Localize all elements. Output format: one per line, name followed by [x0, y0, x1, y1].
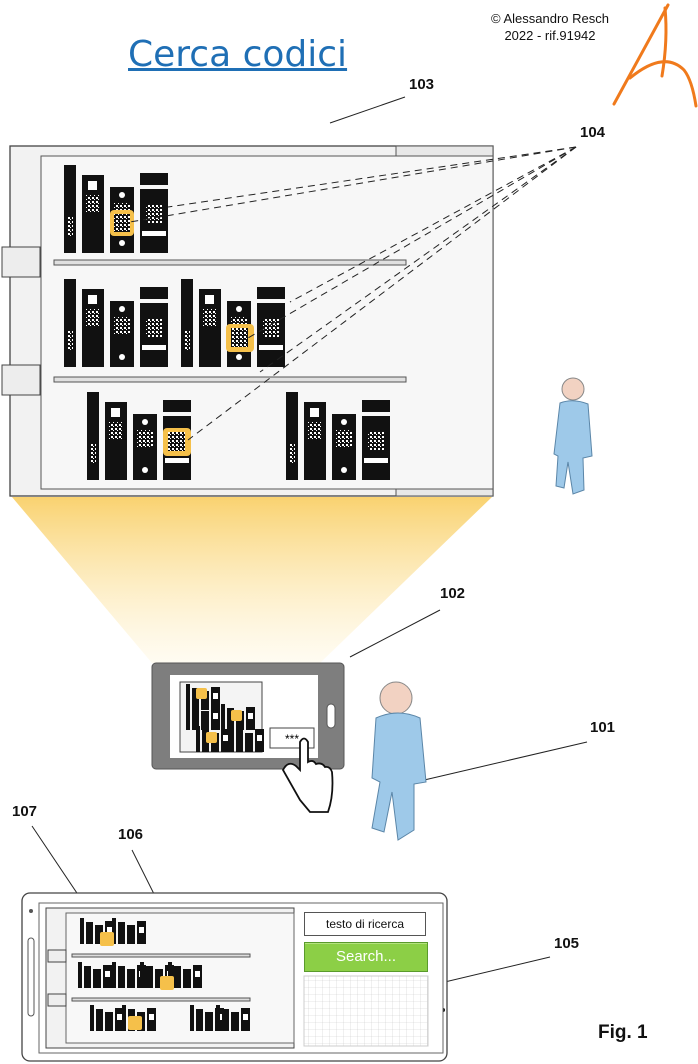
smartphone: *** — [152, 663, 344, 812]
ref-103: 103 — [409, 76, 434, 93]
ref-104: 104 — [580, 124, 605, 141]
ref-106: 106 — [118, 826, 143, 843]
search-input[interactable]: testo di ricerca — [304, 912, 426, 936]
bookshelf — [2, 146, 493, 496]
figure-label: Fig. 1 — [598, 1022, 648, 1044]
results-grid — [304, 976, 428, 1046]
copyright-notice: © Alessandro Resch 2022 - rif.91942 — [470, 10, 630, 44]
copyright-line2: 2022 - rif.91942 — [470, 27, 630, 44]
person-101 — [372, 682, 426, 840]
ref-105: 105 — [554, 935, 579, 952]
camera-view-cone — [12, 497, 492, 663]
ref-101: 101 — [590, 719, 615, 736]
svg-text:***: *** — [285, 732, 299, 746]
copyright-line1: © Alessandro Resch — [470, 10, 630, 27]
search-button[interactable]: Search... — [304, 942, 428, 972]
person-far — [554, 378, 592, 494]
page-title: Cerca codici — [128, 34, 347, 75]
ref-107: 107 — [12, 803, 37, 820]
ref-102: 102 — [440, 585, 465, 602]
